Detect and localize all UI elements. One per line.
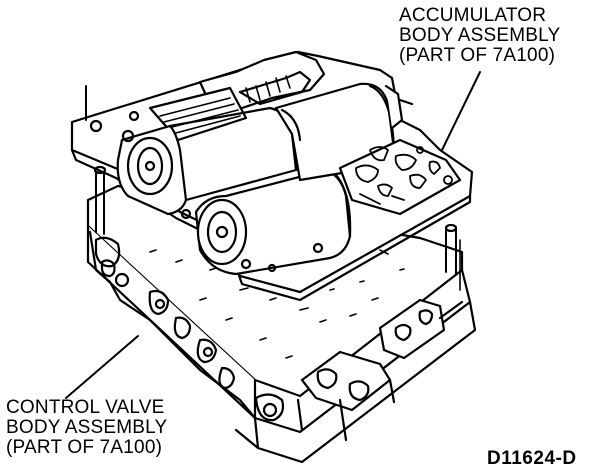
- accumulator-label-line1: ACCUMULATOR: [399, 5, 547, 26]
- accumulator-body-label: ACCUMULATOR BODY ASSEMBLY (PART OF 7A100…: [399, 6, 560, 66]
- accumulator-body: [70, 50, 474, 302]
- control-valve-body-label: CONTROL VALVE BODY ASSEMBLY (PART OF 7A1…: [6, 398, 167, 458]
- control-valve-label-line3: (PART OF 7A100): [6, 437, 163, 458]
- figure-id: D11624-D: [487, 448, 577, 469]
- accumulator-label-line2: BODY ASSEMBLY: [399, 25, 561, 46]
- leader-lines: [65, 71, 481, 399]
- accumulator-label-line3: (PART OF 7A100): [399, 45, 556, 66]
- control-valve-label-line2: BODY ASSEMBLY: [6, 417, 168, 438]
- control-valve-label-line1: CONTROL VALVE: [6, 397, 165, 418]
